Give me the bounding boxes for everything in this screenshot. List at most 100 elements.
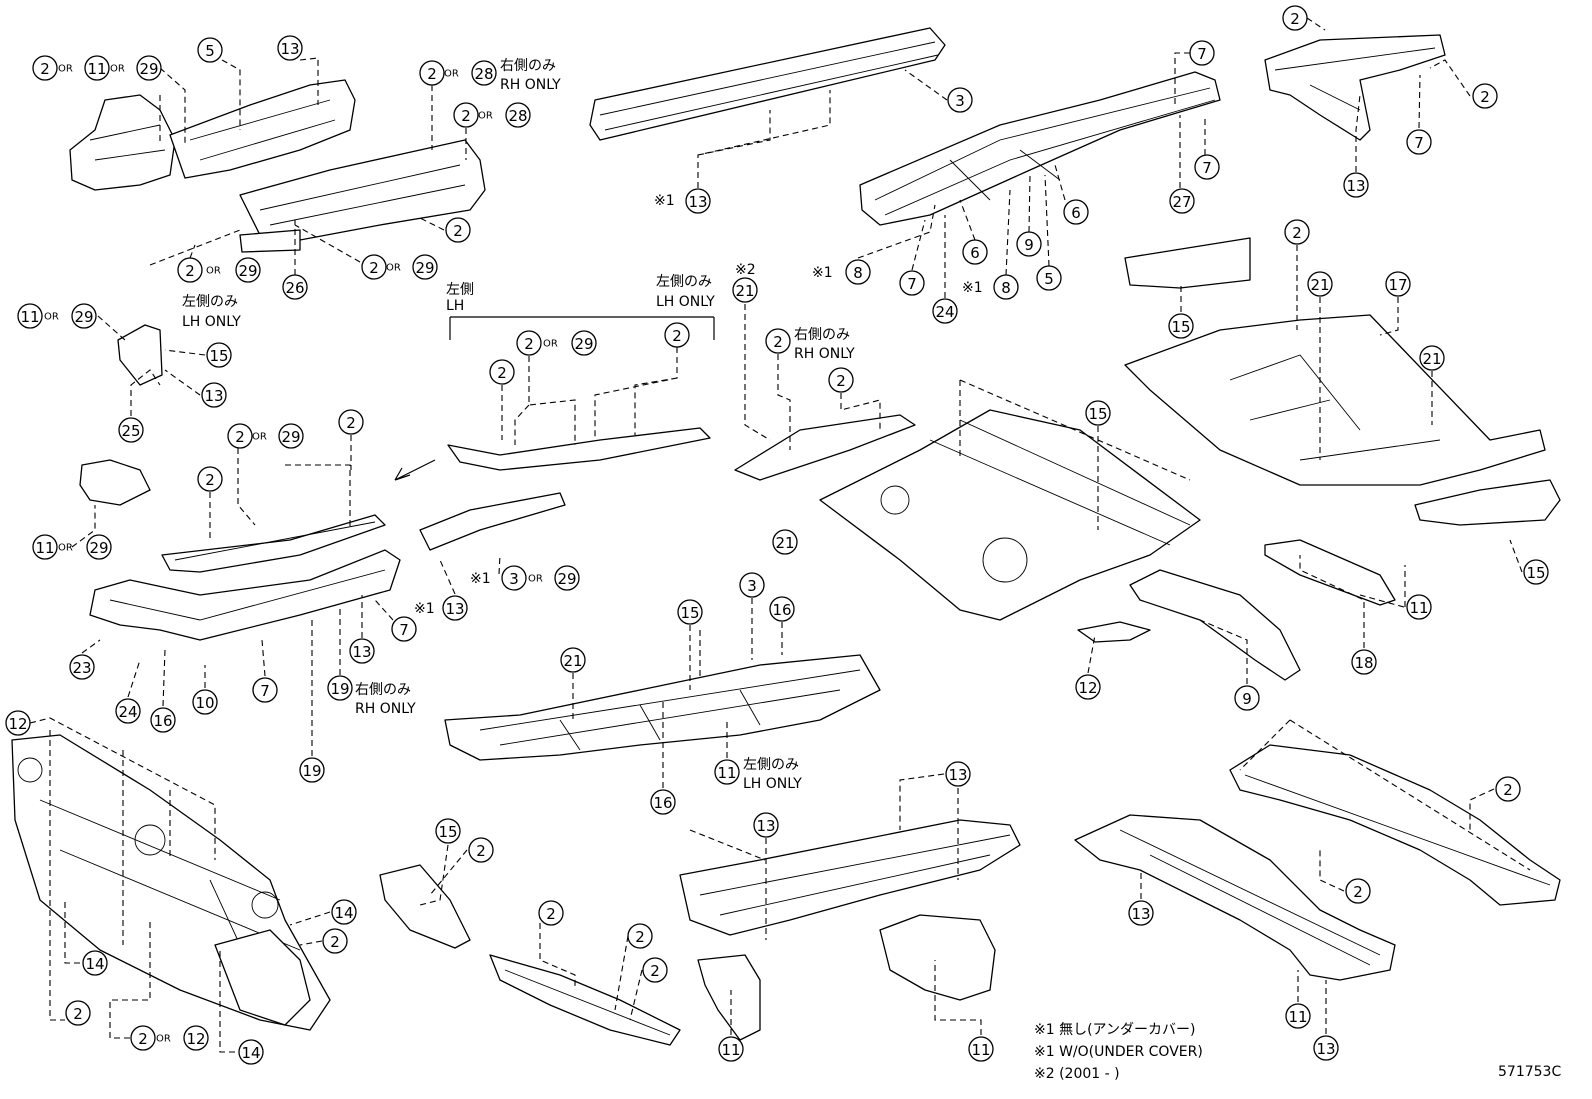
label-x13: ※1 — [654, 193, 675, 209]
callout-c6b: 6 — [962, 239, 988, 265]
callout-c18: 18 — [1351, 649, 1377, 675]
callout-number: 15 — [209, 347, 228, 365]
callout-c29f: 29 — [278, 423, 304, 449]
callout-number: 12 — [1078, 679, 1097, 697]
callout-number: 2 — [476, 842, 486, 860]
callout-c2l: 2 — [516, 330, 542, 356]
callout-number: 2 — [635, 928, 645, 946]
label-lh3b: LH ONLY — [743, 776, 802, 792]
label-rh1b: RH ONLY — [500, 77, 561, 93]
callout-number: 29 — [238, 262, 257, 280]
callout-number: 9 — [1242, 690, 1252, 708]
callout-number: 2 — [836, 372, 846, 390]
label-lh2a: 左側のみ — [656, 274, 712, 290]
callout-c21e: 21 — [1419, 345, 1445, 371]
callout-number: 7 — [1414, 134, 1424, 152]
callout-number: 23 — [72, 659, 91, 677]
part-front-floor-bracket — [734, 414, 916, 481]
callout-number: 5 — [1044, 270, 1054, 288]
callout-c11e: 11 — [1406, 594, 1432, 620]
callout-c15e: 15 — [1523, 559, 1549, 585]
callout-c2b: 2 — [419, 60, 445, 86]
callout-c21a: 21 — [732, 277, 758, 303]
callout-c9b: 9 — [1234, 685, 1260, 711]
callout-number: 28 — [508, 107, 527, 125]
callout-number: 2 — [461, 107, 471, 125]
callout-number: 7 — [399, 621, 409, 639]
callout-number: 19 — [302, 762, 321, 780]
callout-c16c: 16 — [650, 789, 676, 815]
callout-number: 29 — [415, 259, 434, 277]
callout-c2a: 2 — [32, 55, 58, 81]
callout-c2r: 2 — [322, 928, 348, 954]
callout-number: 2 — [650, 962, 660, 980]
callout-c16a: 16 — [150, 707, 176, 733]
callout-number: 6 — [1071, 204, 1081, 222]
callout-number: 29 — [139, 60, 158, 78]
callout-number: 3 — [747, 577, 757, 595]
callout-c11f: 11 — [718, 1036, 744, 1062]
callout-c27: 27 — [1169, 188, 1195, 214]
callout-number: 2 — [1292, 224, 1302, 242]
callout-c13b: 13 — [685, 188, 711, 214]
callout-number: 10 — [195, 694, 214, 712]
callout-c2i: 2 — [227, 423, 253, 449]
label-or2: OR — [110, 64, 125, 75]
callout-number: 29 — [74, 308, 93, 326]
label-lhB: LH — [446, 298, 464, 314]
callout-c2q: 2 — [1284, 219, 1310, 245]
callout-number: 26 — [285, 279, 304, 297]
part-cowl-top-left — [69, 79, 486, 253]
callout-number: 13 — [280, 40, 299, 58]
callout-c25: 25 — [118, 417, 144, 443]
label-lhA: 左側 — [446, 282, 474, 298]
part-lh-rocker-panel — [447, 316, 715, 471]
callout-number: 18 — [1354, 654, 1373, 672]
label-n3: ※2 (2001 - ) — [1034, 1066, 1120, 1082]
part-top-right-bracket — [1264, 34, 1446, 141]
callout-c2j: 2 — [338, 409, 364, 435]
callout-number: 29 — [281, 428, 300, 446]
label-or7: OR — [44, 312, 59, 323]
label-or9: OR — [252, 432, 267, 443]
callout-c6a: 6 — [1063, 199, 1089, 225]
part-rocker-lower — [89, 549, 401, 641]
callout-c15f: 15 — [435, 818, 461, 844]
label-lh1a: 左側のみ — [182, 294, 238, 310]
callout-number: 15 — [438, 823, 457, 841]
callout-number: 2 — [427, 65, 437, 83]
label-or3: OR — [444, 69, 459, 80]
callout-number: 21 — [775, 534, 794, 552]
callout-c2d: 2 — [445, 217, 471, 243]
label-lh3a: 左側のみ — [743, 757, 799, 773]
label-x8b: ※1 — [962, 280, 983, 296]
callout-number: 14 — [334, 904, 353, 922]
callout-c5b: 5 — [1036, 265, 1062, 291]
callout-c2w: 2 — [627, 923, 653, 949]
callout-c24b: 24 — [115, 698, 141, 724]
callout-number: 13 — [688, 193, 707, 211]
callout-c3c: 3 — [739, 572, 765, 598]
callout-number: 2 — [1353, 883, 1363, 901]
callout-number: 11 — [1288, 1008, 1307, 1026]
callout-number: 2 — [773, 333, 783, 351]
label-n1: ※1 無し(アンダーカバー) — [1034, 1022, 1195, 1038]
label-or6: OR — [386, 263, 401, 274]
callout-c11a: 11 — [84, 55, 110, 81]
callout-c2z: 2 — [1345, 878, 1371, 904]
callout-c14c: 14 — [238, 1039, 264, 1065]
callout-number: 13 — [1346, 177, 1365, 195]
callout-c13f: 13 — [349, 638, 375, 664]
callout-number: 14 — [241, 1044, 260, 1062]
part-side-rail-small — [394, 459, 566, 551]
callout-c7a: 7 — [1189, 40, 1215, 66]
callout-c13a: 13 — [277, 35, 303, 61]
callout-number: 2 — [185, 262, 195, 280]
callout-c17: 17 — [1385, 271, 1411, 297]
callout-c14a: 14 — [331, 899, 357, 925]
callout-number: 2 — [546, 905, 556, 923]
label-x3: ※1 — [470, 571, 491, 587]
part-roof-rail — [589, 27, 946, 141]
